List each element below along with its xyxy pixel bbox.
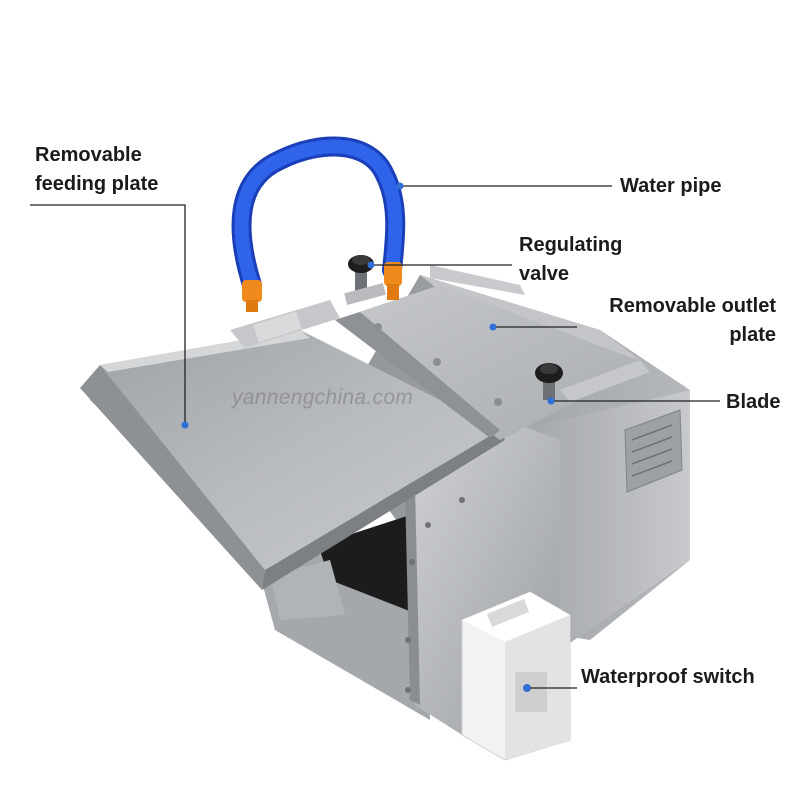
label-regulating-valve: Regulating valve	[519, 231, 622, 289]
left-rail	[230, 300, 340, 348]
watermark-text: yannengchina.com	[232, 386, 414, 409]
water-pipe-illustration	[231, 136, 406, 312]
label-line: Removable outlet	[609, 295, 776, 317]
waterproof-switch-box	[461, 591, 571, 761]
label-line: plate	[729, 324, 776, 346]
label-water-pipe: Water pipe	[620, 172, 722, 201]
label-line: Regulating	[519, 234, 623, 256]
label-removable-feeding-plate: Removable feeding plate	[35, 141, 158, 199]
label-line: valve	[519, 263, 570, 285]
label-removable-outlet-plate: Removable outlet plate	[580, 292, 776, 350]
label-line: Water pipe	[620, 175, 722, 197]
label-line: Blade	[726, 391, 781, 413]
label-waterproof-switch: Waterproof switch	[581, 663, 755, 692]
blade-knob	[535, 363, 563, 400]
label-line: Waterproof switch	[581, 666, 755, 688]
bolts	[405, 497, 465, 693]
spec-plate	[624, 409, 683, 493]
right-rail	[430, 265, 650, 402]
valve-knob	[344, 255, 386, 305]
label-blade: Blade	[726, 388, 780, 417]
leader-dots	[181, 182, 555, 692]
leader-feeding-plate	[30, 204, 186, 425]
label-line: feeding plate	[35, 173, 159, 195]
leader-lines	[30, 185, 720, 689]
label-line: Removable	[35, 144, 142, 166]
